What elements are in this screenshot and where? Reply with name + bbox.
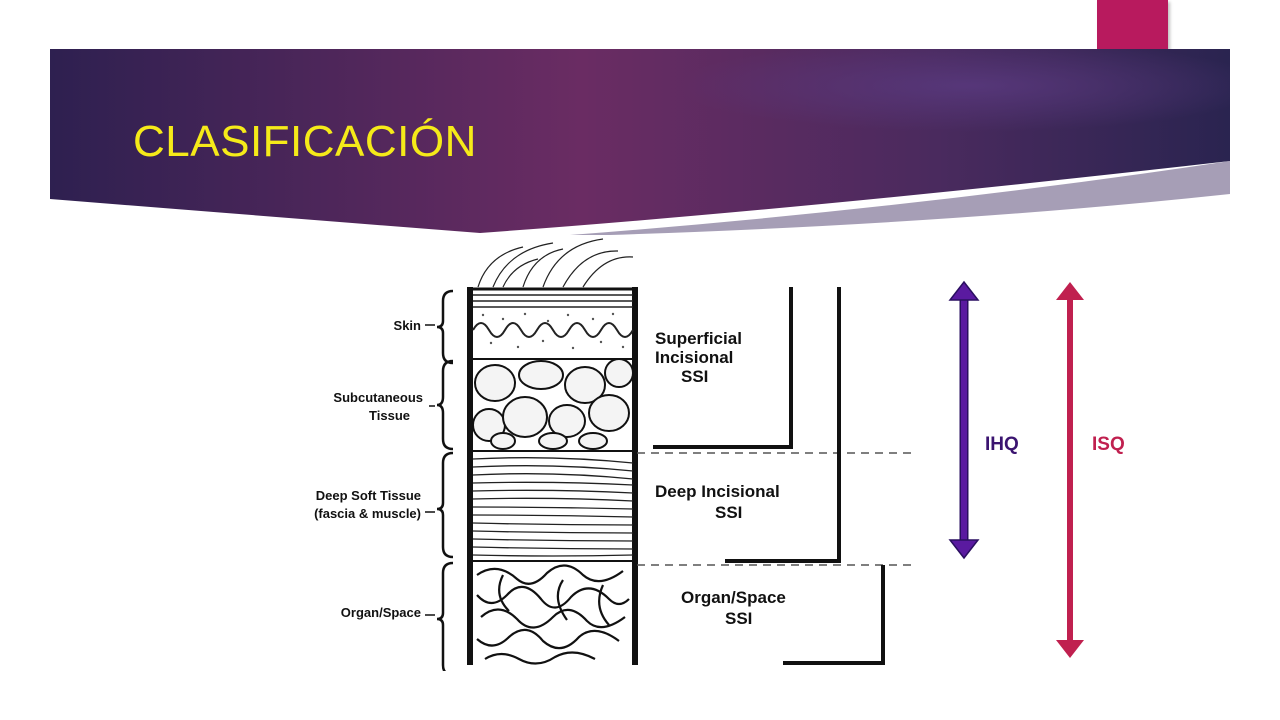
- organ-layer: [476, 564, 630, 665]
- hair-strokes: [477, 238, 634, 288]
- classification-arrows: IHQ ISQ: [930, 270, 1160, 670]
- skin-layer: [472, 294, 634, 350]
- layer-label-organ-space: Organ/Space: [341, 605, 421, 620]
- ssi-label-organ-1: Organ/Space: [681, 588, 786, 607]
- deep-tissue-layer: [472, 457, 634, 557]
- layer-label-subcutaneous-2: Tissue: [369, 408, 410, 423]
- ssi-label-superficial-3: SSI: [681, 367, 708, 386]
- isq-label: ISQ: [1092, 434, 1125, 455]
- ssi-label-superficial-1: Superficial: [655, 329, 742, 348]
- ssi-label-superficial-2: Incisional: [655, 348, 733, 367]
- layer-label-subcutaneous: Subcutaneous: [333, 390, 423, 405]
- layer-braces: [436, 289, 454, 677]
- ssi-brackets: [653, 287, 885, 665]
- ihq-label: IHQ: [985, 434, 1019, 455]
- dashed-separators: [637, 452, 913, 566]
- ssi-label-organ-2: SSI: [725, 609, 752, 628]
- layer-label-deep-soft-tissue: Deep Soft Tissue: [316, 488, 421, 503]
- ssi-label-deep-1: Deep Incisional: [655, 482, 780, 501]
- ihq-arrow: [948, 280, 980, 560]
- isq-arrow: [1056, 282, 1084, 658]
- tissue-column: [467, 287, 638, 665]
- slide-title: CLASIFICACIÓN: [133, 117, 477, 166]
- ssi-label-deep-2: SSI: [715, 503, 742, 522]
- layer-label-fascia-muscle: (fascia & muscle): [314, 506, 421, 521]
- subcutaneous-layer: [472, 358, 634, 450]
- layer-label-skin: Skin: [394, 318, 422, 333]
- ssi-classification-diagram: Skin Subcutaneous Tissue Deep Soft Tissu…: [263, 235, 918, 677]
- title-banner: [50, 49, 1230, 235]
